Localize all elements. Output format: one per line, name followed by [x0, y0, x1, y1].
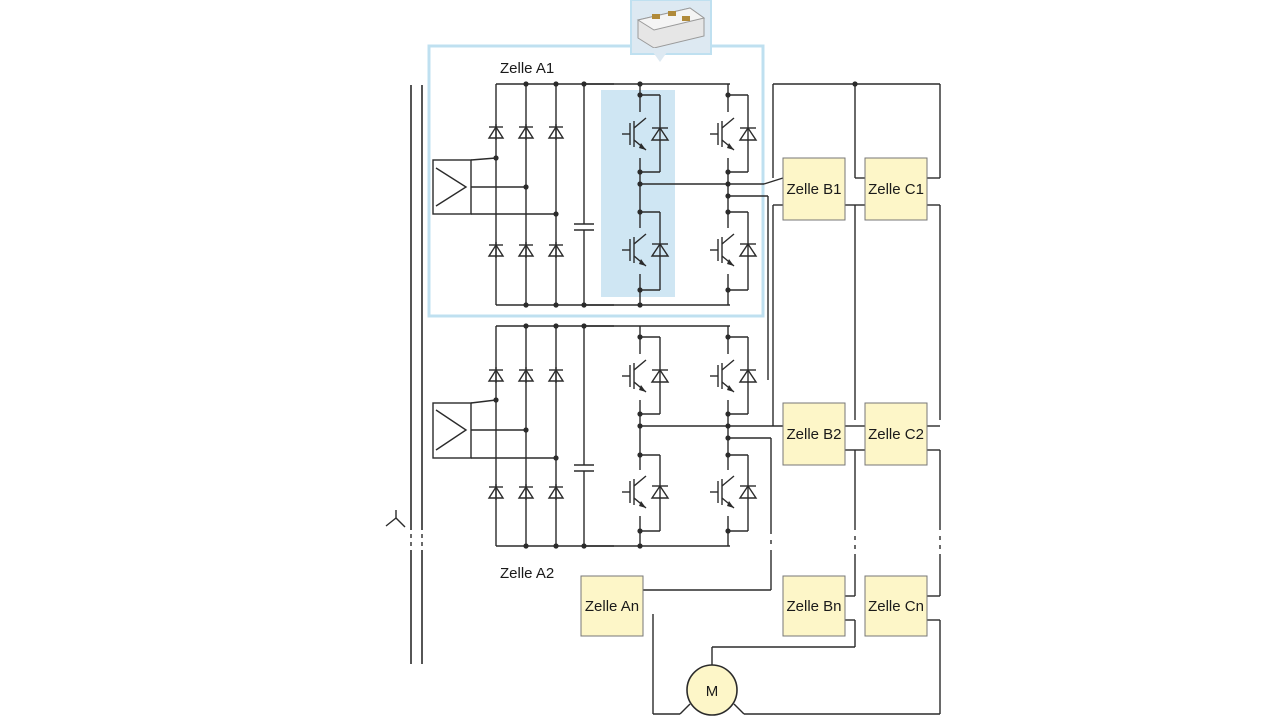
primary-bus — [410, 85, 423, 664]
transformer-icon — [432, 402, 472, 459]
phase-b-c-wiring — [652, 81, 941, 715]
cell-c2-box: Zelle C2 — [864, 402, 928, 466]
cell-b1-label: Zelle B1 — [786, 181, 841, 198]
cell-cn-box: Zelle Cn — [864, 575, 928, 637]
cell-b1-box: Zelle B1 — [782, 157, 846, 221]
cell-a2-circuit — [432, 323, 783, 596]
cell-a1-circuit — [432, 81, 784, 380]
cell-a1-label: Zelle A1 — [500, 60, 554, 77]
cell-a1-highlight-frame — [427, 44, 765, 318]
igbt-module-photo — [630, 0, 712, 62]
motor-label: M — [706, 683, 719, 700]
cell-c2-label: Zelle C2 — [868, 426, 924, 443]
cell-bn-box: Zelle Bn — [782, 575, 846, 637]
cell-bn-label: Zelle Bn — [786, 598, 841, 615]
transformer-icon — [432, 159, 472, 215]
motor-icon: M — [686, 664, 738, 716]
cell-b2-box: Zelle B2 — [782, 402, 846, 466]
cell-c1-label: Zelle C1 — [868, 181, 924, 198]
cell-an-label: Zelle An — [585, 598, 639, 615]
cell-a2-label: Zelle A2 — [500, 565, 554, 582]
cell-b2-label: Zelle B2 — [786, 426, 841, 443]
cell-c1-box: Zelle C1 — [864, 157, 928, 221]
wye-symbol-icon — [385, 510, 406, 528]
cell-cn-label: Zelle Cn — [868, 598, 924, 615]
cell-an-box: Zelle An — [580, 575, 644, 637]
